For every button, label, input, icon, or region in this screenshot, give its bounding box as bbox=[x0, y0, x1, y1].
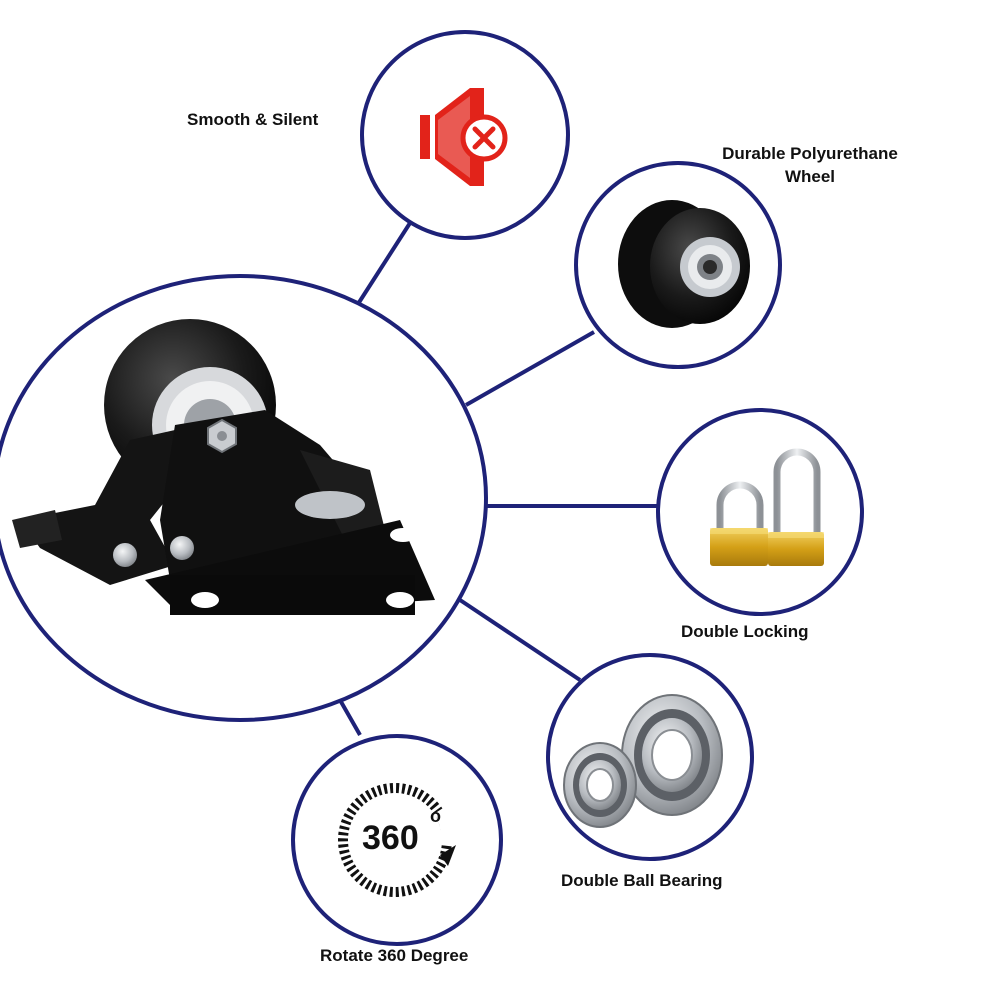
locking-label: Double Locking bbox=[681, 622, 809, 641]
muted-speaker-icon bbox=[420, 88, 508, 186]
ball-bearing-icon bbox=[563, 694, 723, 828]
wheel-circle bbox=[574, 161, 782, 369]
wheel-label-line2: Wheel bbox=[784, 167, 836, 186]
wheel-label-line1: Durable Polyurethane bbox=[722, 144, 898, 163]
connector-smooth bbox=[356, 221, 412, 306]
locking-circle bbox=[656, 408, 864, 616]
smooth-silent-circle bbox=[360, 30, 570, 240]
rotate-degree-mark: o bbox=[430, 806, 441, 826]
rotate-circle bbox=[291, 734, 503, 946]
bearing-label: Double Ball Bearing bbox=[561, 871, 723, 890]
smooth-silent-label: Smooth & Silent bbox=[187, 110, 319, 129]
connector-bearing bbox=[458, 598, 582, 682]
bearing-circle bbox=[546, 653, 754, 861]
connector-rotate bbox=[338, 699, 362, 736]
padlock-icon bbox=[710, 448, 824, 566]
rotate-360-badge: 360 bbox=[362, 819, 419, 857]
product-circle bbox=[0, 274, 488, 722]
connector-lines bbox=[338, 221, 658, 736]
rotate-label: Rotate 360 Degree bbox=[320, 946, 469, 965]
swivel-caster-icon bbox=[12, 319, 435, 615]
connector-wheel bbox=[465, 330, 595, 407]
polyurethane-wheel-icon bbox=[618, 200, 750, 328]
rotate-360-icon bbox=[338, 783, 456, 897]
